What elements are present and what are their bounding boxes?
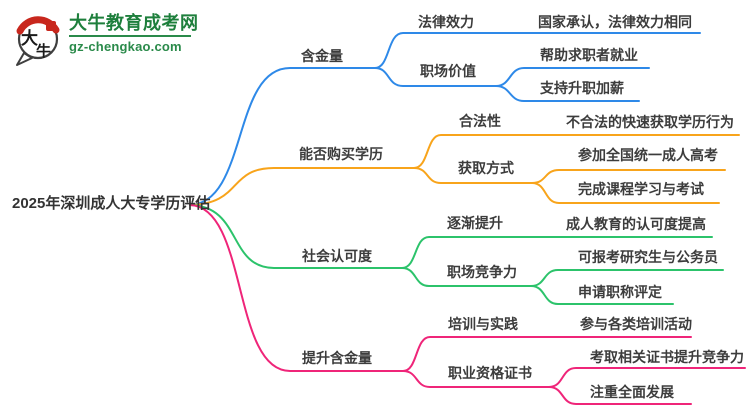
branch-value-edges (189, 32, 701, 206)
sub-node-legality: 合法性 (459, 113, 501, 129)
edge-value-to-legal (374, 32, 701, 69)
leaf-node-illegal-shortcut: 不合法的快速获取学历行为 (566, 114, 734, 130)
edge-root-to-buy (189, 167, 415, 206)
branch-node-value: 含金量 (301, 48, 343, 64)
sub-node-career-competitiveness: 职场竞争力 (447, 264, 517, 280)
edge-method-to-gaokao (531, 169, 726, 184)
logo-text-block: 大牛教育成考网 gz-chengkao.com (69, 12, 199, 54)
logo-title: 大牛教育成考网 (69, 13, 199, 33)
branch-node-buy-degree: 能否购买学历 (299, 146, 383, 162)
edge-method-to-course (531, 182, 720, 204)
branch-improve-edges (189, 204, 746, 405)
edge-root-to-value (189, 67, 376, 206)
edge-value-to-career (374, 67, 497, 87)
leaf-node-help-jobseekers: 帮助求职者就业 (540, 47, 638, 63)
branch-recognition-edges (189, 204, 724, 305)
svg-text:大: 大 (21, 28, 38, 48)
svg-text:牛: 牛 (36, 42, 51, 60)
sub-node-acquisition-method: 获取方式 (458, 160, 514, 176)
site-logo: 大 牛 大牛教育成考网 gz-chengkao.com (12, 12, 199, 68)
root-node: 2025年深圳成人大专学历评估 (12, 195, 211, 212)
leaf-node-all-round-development: 注重全面发展 (590, 384, 674, 400)
leaf-node-adult-edu-recognition: 成人教育的认可度提高 (566, 216, 706, 232)
edge-recognition-to-rising (401, 236, 713, 269)
logo-divider (69, 35, 191, 37)
edge-recognition-to-competitive (401, 267, 532, 287)
edge-cert-to-develop (548, 386, 692, 405)
leaf-node-title-evaluation: 申请职称评定 (578, 284, 662, 300)
leaf-node-grad-civil-exam: 可报考研究生与公务员 (578, 249, 718, 265)
leaf-node-state-recognized: 国家承认，法律效力相同 (538, 14, 692, 30)
edge-cert-to-exams (548, 367, 746, 388)
edge-root-to-recognition (189, 204, 403, 269)
leaf-node-promotion-raise: 支持升职加薪 (540, 80, 624, 96)
sub-node-training-practice: 培训与实践 (448, 316, 518, 332)
leaf-node-national-exam: 参加全国统一成人高考 (578, 147, 718, 163)
logo-domain: gz-chengkao.com (69, 39, 182, 54)
sub-node-professional-certs: 职业资格证书 (448, 365, 532, 381)
edge-career-to-jobs (495, 67, 650, 87)
edge-root-to-improve (189, 204, 404, 372)
edge-career-to-promotion (495, 85, 640, 102)
edge-improve-to-training (402, 336, 692, 372)
edge-buy-to-method (413, 167, 533, 184)
daniu-logo-icon: 大 牛 (16, 16, 60, 66)
sub-node-gradual-rise: 逐渐提升 (447, 215, 503, 231)
edge-buy-to-legality (413, 134, 740, 169)
branch-node-improve-value: 提升含金量 (302, 350, 372, 366)
edge-competitive-to-title (530, 285, 674, 305)
leaf-node-join-training: 参与各类培训活动 (580, 316, 692, 332)
leaf-node-get-certs: 考取相关证书提升竞争力 (590, 349, 744, 365)
leaf-node-complete-courses: 完成课程学习与考试 (578, 181, 704, 197)
branch-buy-edges (189, 134, 740, 206)
sub-node-legal-effect: 法律效力 (418, 14, 474, 30)
edge-improve-to-cert (402, 370, 550, 388)
sub-node-career-value: 职场价值 (420, 63, 476, 79)
edge-competitive-to-exam (530, 269, 724, 287)
branch-node-social-recognition: 社会认可度 (302, 248, 372, 264)
